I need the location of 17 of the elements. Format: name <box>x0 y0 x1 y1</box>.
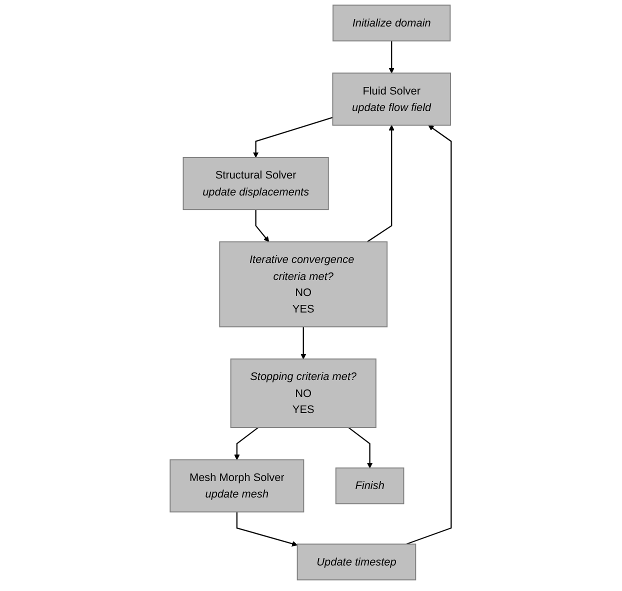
node-box: Mesh Morph Solver update mesh <box>170 459 305 512</box>
arrow <box>406 124 452 545</box>
arrow <box>253 116 334 158</box>
node-box: Fluid Solver update flow field <box>332 72 452 126</box>
node-box: Finish <box>336 467 405 504</box>
arrow <box>348 427 373 468</box>
node-box: Structural Solver update displacements <box>183 156 330 210</box>
arrow <box>256 210 270 242</box>
arrow <box>367 124 395 242</box>
arrow <box>236 512 298 546</box>
node-box: Stopping criteria met? NO YES <box>230 358 377 428</box>
node-box: Initialize domain <box>332 4 451 42</box>
node-box: Update timestep <box>297 544 416 580</box>
arrow <box>389 40 395 74</box>
arrow <box>300 326 307 360</box>
node-box: Iterative convergence criteria met? NO YES <box>220 241 388 328</box>
arrow <box>234 427 259 460</box>
